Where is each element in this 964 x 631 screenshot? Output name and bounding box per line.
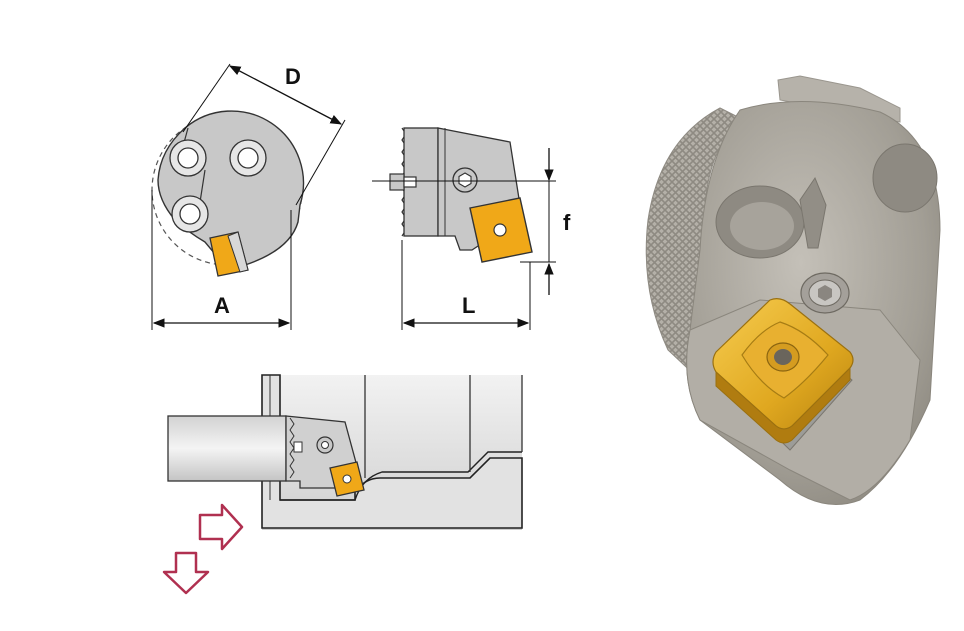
render-insert [712,298,854,444]
axial-feed-arrow [198,503,244,551]
a-label: A [214,293,230,318]
d-dimension-line [228,65,343,125]
f-label: f [563,210,571,235]
render-view [645,75,941,505]
bore-contour [280,451,522,501]
cartridge-adjust-screw [293,441,303,453]
render-knurled-rim [645,107,741,381]
radial-feed-arrow [162,551,210,595]
d-label: D [285,64,301,89]
screw-hole-3 [171,195,209,233]
render-hole-left-inner [730,202,794,250]
workpiece-section [261,374,523,529]
l-label: L [462,293,475,318]
insert-side-view [469,197,533,263]
machining-view [162,374,523,595]
end-view: D A [151,63,346,330]
d-extension-2 [295,119,346,206]
boring-bar [167,415,287,482]
screw-hole-2 [229,139,267,177]
d-extension-1 [182,63,231,133]
clamp-screw-side [452,167,478,193]
render-center-pin [799,176,827,249]
clamp-screw-machining [316,436,334,454]
side-view: f L [372,127,571,330]
render-insert-hole [774,349,792,365]
insert-end-view [209,231,249,277]
adjust-screw [389,173,417,191]
screw-hole-1 [169,139,207,177]
render-hole-right [872,143,938,213]
render-clamp-screw [800,272,850,314]
insert-machining [329,461,365,497]
